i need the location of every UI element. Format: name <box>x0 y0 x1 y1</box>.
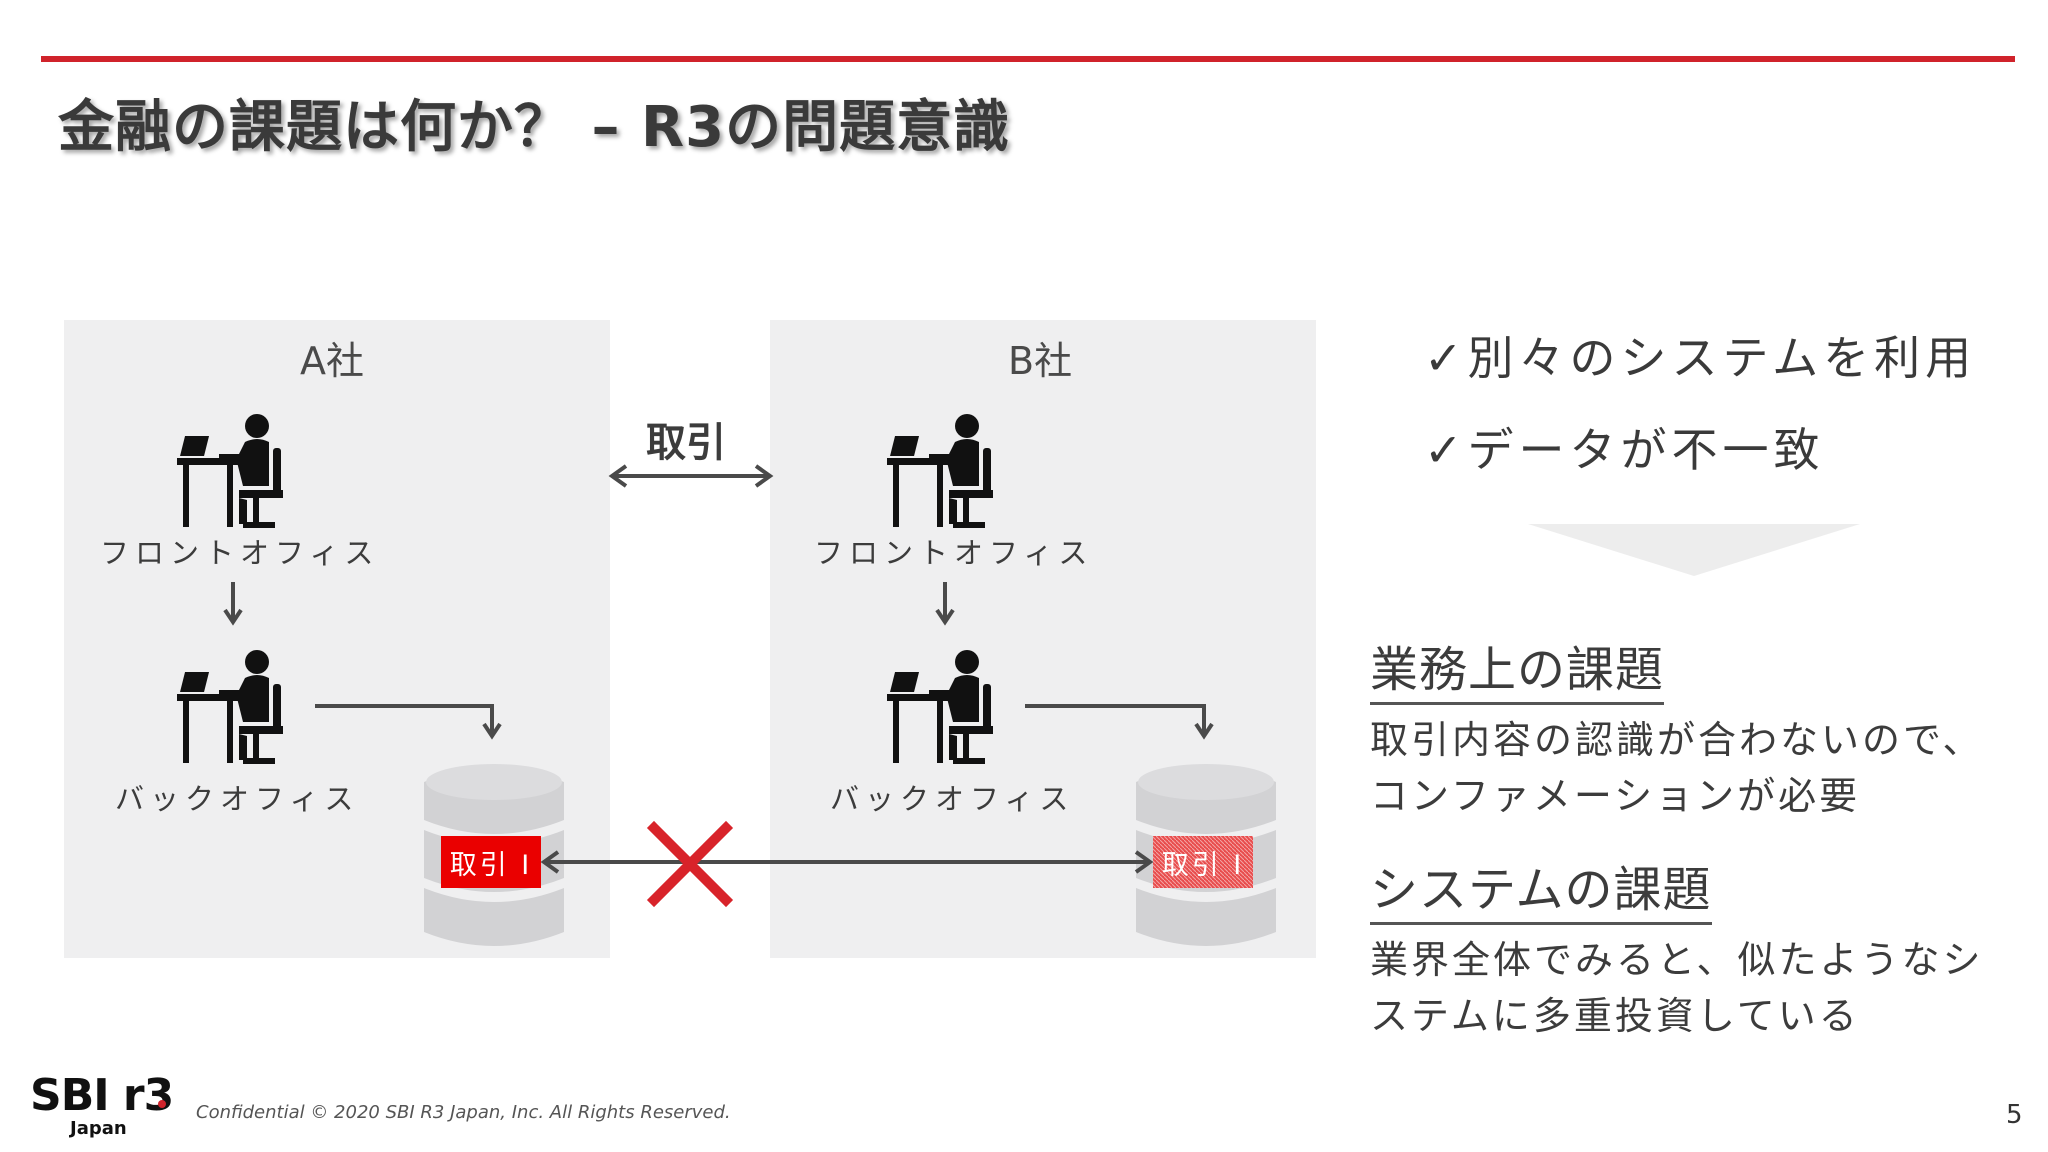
copyright-footer: Confidential © 2020 SBI R3 Japan, Inc. A… <box>196 1102 731 1123</box>
person-at-desk-icon <box>177 650 283 764</box>
company-a-label: A社 <box>300 339 364 383</box>
trade-label: 取引 <box>646 420 726 466</box>
front-to-back-arrow <box>223 582 955 626</box>
company-b-back-office-label: バックオフィス <box>830 782 1075 816</box>
company-b-label: B社 <box>1008 339 1073 383</box>
person-at-desk-icon <box>887 650 993 764</box>
logo-dot <box>158 1100 166 1108</box>
chevron-down-icon <box>1528 524 1860 576</box>
person-at-desk-icon <box>177 414 283 528</box>
business-issue-line-1: 取引内容の認識が合わないので、 <box>1370 718 1984 762</box>
business-issue-heading: 業務上の課題 <box>1370 630 1665 705</box>
point-separate-systems: ✓別々のシステムを利用 <box>1424 331 1977 385</box>
company-b-front-office-label: フロントオフィス <box>814 536 1094 570</box>
system-issue-text: 業界全体でみると、似たようなシ ステムに多重投資している <box>1370 932 1983 1044</box>
point-data-mismatch: ✓データが不一致 <box>1424 423 1825 477</box>
system-issue-line-2: ステムに多重投資している <box>1370 994 1860 1038</box>
record-mismatch-arrow <box>540 850 1154 874</box>
back-office-to-database-arrow <box>315 704 1214 740</box>
trade-double-arrow <box>608 464 774 488</box>
red-cross-icon <box>646 820 734 908</box>
logo-text: SBI r3 <box>30 1070 174 1121</box>
system-issue-line-1: 業界全体でみると、似たようなシ <box>1370 938 1984 982</box>
title-accent-line <box>41 56 2015 62</box>
logo-subtext: Japan <box>70 1118 127 1139</box>
person-at-desk-icon <box>887 414 993 528</box>
company-a-record-tag: 取引 I <box>441 836 541 888</box>
slide-title: 金融の課題は何か？ – R3の問題意識 <box>58 95 1011 160</box>
record-tag-hatch <box>1153 836 1253 888</box>
page-number: 5 <box>2006 1100 2023 1130</box>
company-a-front-office-label: フロントオフィス <box>100 536 380 570</box>
company-logo: SBI r3 Japan <box>30 1070 190 1140</box>
business-issue-text: 取引内容の認識が合わないので、 コンファメーションが必要 <box>1370 712 1983 824</box>
system-issue-heading: システムの課題 <box>1370 850 1712 925</box>
business-issue-line-2: コンファメーションが必要 <box>1370 774 1861 818</box>
company-a-back-office-label: バックオフィス <box>115 782 360 816</box>
company-b-record-tag: 取引 I <box>1161 849 1245 881</box>
